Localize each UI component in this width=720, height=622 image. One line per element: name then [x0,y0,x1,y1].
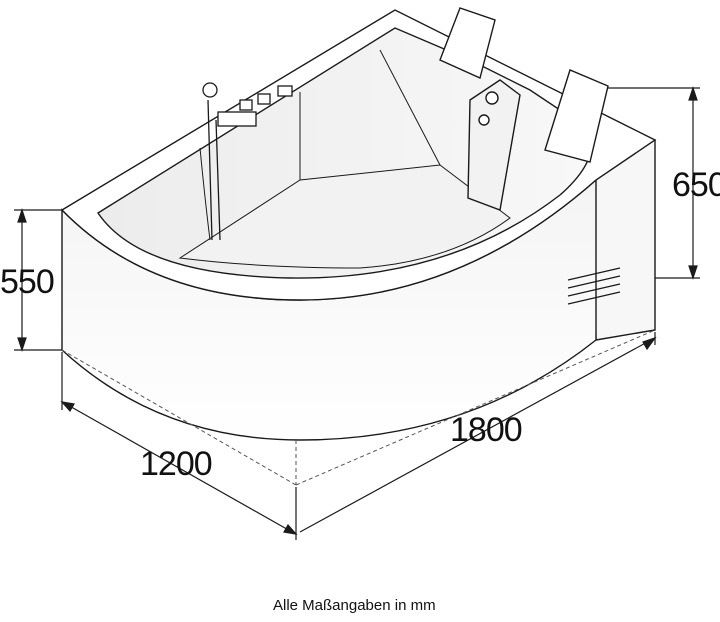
shower-hose [207,99,213,241]
shower-head-icon [202,82,218,98]
headrest-right [544,69,609,163]
basin-wall-line [379,49,441,166]
units-caption: Alle Maßangaben in mm [273,597,436,614]
side-grille [567,267,621,305]
dimension-lines [14,86,700,540]
faucet-knob [239,99,253,111]
backrest-column [467,79,521,211]
basin-wall-line [199,147,211,241]
faucet-knob [277,85,293,97]
faucet-knob [257,93,271,105]
headrest-left [439,7,496,79]
tub-body [60,9,657,441]
dimension-label-height-headrest: 650 [672,166,720,204]
tub-basin-floor [178,164,511,269]
jet-nozzle-icon [478,114,490,126]
dimension-label-height-tub: 550 [0,263,54,301]
shower-hose [215,119,221,241]
dimension-label-depth: 1200 [140,445,212,483]
headrests [439,7,609,211]
jet-nozzle-icon [485,91,499,105]
faucet-group [202,82,293,241]
floor-outline [61,329,656,486]
dimension-label-width: 1800 [450,411,522,449]
faucet-spout [217,111,257,127]
